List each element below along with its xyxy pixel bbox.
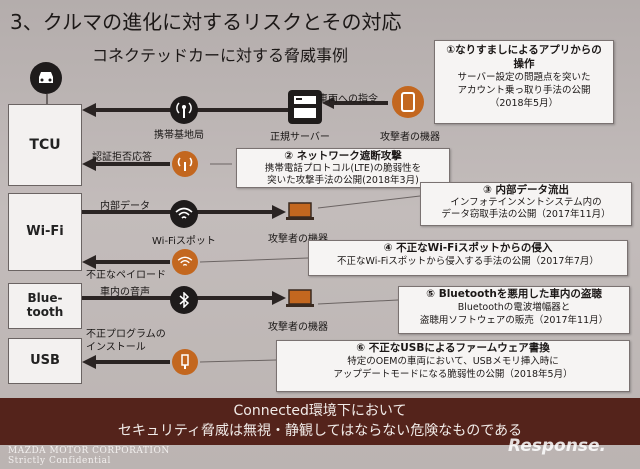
label-auth-response: 認証拒否応答 (92, 152, 152, 163)
threat-box-5: ⑤ Bluetoothを悪用した車内の盗聴 Bluetoothの電波増幅器と 盗… (398, 286, 630, 334)
laptop-icon (285, 202, 315, 222)
label-wifi-spot: Wi-Fiスポット (152, 236, 216, 247)
arrow-head (82, 157, 96, 171)
label-attacker-2: 攻撃者の機器 (268, 234, 328, 245)
threat-title: ⑥ 不正なUSBによるファームウェア書換 (356, 342, 550, 354)
base-station-icon (170, 96, 198, 124)
car-icon (30, 62, 62, 94)
arrow-head (82, 255, 96, 269)
label-bad-payload: 不正なペイロード (86, 270, 166, 281)
conclusion-banner: Connected環境下において セキュリティ脅威は無視・静観してはならない危険… (0, 398, 640, 445)
server-icon (288, 90, 322, 124)
label-attacker-3: 攻撃者の機器 (268, 322, 328, 333)
threat-title: ④ 不正なWi-Fiスポットからの侵入 (383, 242, 553, 254)
footer-company: MAZDA MOTOR CORPORATION (8, 446, 170, 456)
threat-body: インフォテインメントシステム内の データ窃取手法の公開（2017年11月） (441, 197, 611, 220)
laptop-icon (285, 289, 315, 309)
arrow-head (272, 205, 286, 219)
rogue-wifi-icon (172, 249, 198, 275)
threat-body: Bluetoothの電波増幅器と 盗聴用ソフトウェアの販売（2017年11月） (419, 302, 609, 326)
threat-box-1: ①なりすましによるアプリからの 操作 サーバー設定の問題点を突いた アカウント乗… (434, 40, 614, 124)
slide-subtitle: コネクテッドカーに対する脅威事例 (92, 46, 349, 65)
device-bluetooth: Blue- tooth (8, 283, 82, 329)
smartphone-icon (392, 86, 424, 118)
threat-box-3: ③ 内部データ流出 インフォテインメントシステム内の データ窃取手法の公開（20… (420, 182, 632, 226)
label-base-station: 携帯基地局 (154, 130, 204, 141)
threat-title: ② ネットワーク遮断攻撃 (284, 150, 402, 162)
usb-icon (172, 349, 198, 375)
threat-title: ③ 内部データ流出 (482, 184, 570, 196)
device-usb: USB (8, 338, 82, 384)
threat-title: ①なりすましによるアプリからの 操作 (446, 44, 602, 70)
threat-title: ⑤ Bluetoothを悪用した車内の盗聴 (426, 288, 602, 300)
threat-body: 特定のOEMの車両において、USBメモリ挿入時に アップデートモードになる脆弱性… (333, 356, 573, 380)
banner-line-2: セキュリティ脅威は無視・静観してはならない危険なものである (117, 423, 523, 439)
footer-confidential: Strictly Confidential (8, 456, 111, 466)
device-tcu: TCU (8, 104, 82, 186)
label-car-audio: 車内の音声 (100, 287, 150, 298)
threat-body: 不正なWi-Fiスポットから侵入する手法の公開（2017年7月） (337, 256, 599, 267)
banner-line-1: Connected環境下において (233, 403, 407, 419)
label-internal-data: 内部データ (100, 201, 150, 212)
threat-box-2: ② ネットワーク遮断攻撃 携帯電話プロトコル(LTE)の脆弱性を 突いた攻撃手法… (236, 148, 450, 188)
arrow-head (82, 103, 96, 117)
watermark-logo: Response. (508, 436, 606, 456)
threat-body: サーバー設定の問題点を突いた アカウント乗っ取り手法の公開 （2018年5月） (457, 72, 591, 109)
threat-box-4: ④ 不正なWi-Fiスポットからの侵入 不正なWi-Fiスポットから侵入する手法… (308, 240, 628, 276)
device-wifi: Wi-Fi (8, 193, 82, 271)
bluetooth-icon (170, 286, 198, 314)
threat-body: 携帯電話プロトコル(LTE)の脆弱性を 突いた攻撃手法の公開(2018年3月) (264, 163, 422, 186)
cell-tower-icon (172, 151, 198, 177)
label-attacker-1: 攻撃者の機器 (380, 132, 440, 143)
arrow-head (272, 291, 286, 305)
arrow-head (322, 97, 334, 109)
threat-box-6: ⑥ 不正なUSBによるファームウェア書換 特定のOEMの車両において、USBメモ… (276, 340, 630, 392)
label-command: 車両への指令 (318, 94, 378, 105)
slide-title: 3、クルマの進化に対するリスクとその対応 (10, 10, 402, 34)
arrow-head (82, 355, 96, 369)
connector-line (46, 94, 48, 106)
label-bad-program: 不正プログラムの インストール (86, 329, 166, 353)
wifi-icon (170, 200, 198, 228)
footer: MAZDA MOTOR CORPORATION Strictly Confide… (8, 446, 170, 466)
label-server: 正規サーバー (270, 132, 330, 143)
